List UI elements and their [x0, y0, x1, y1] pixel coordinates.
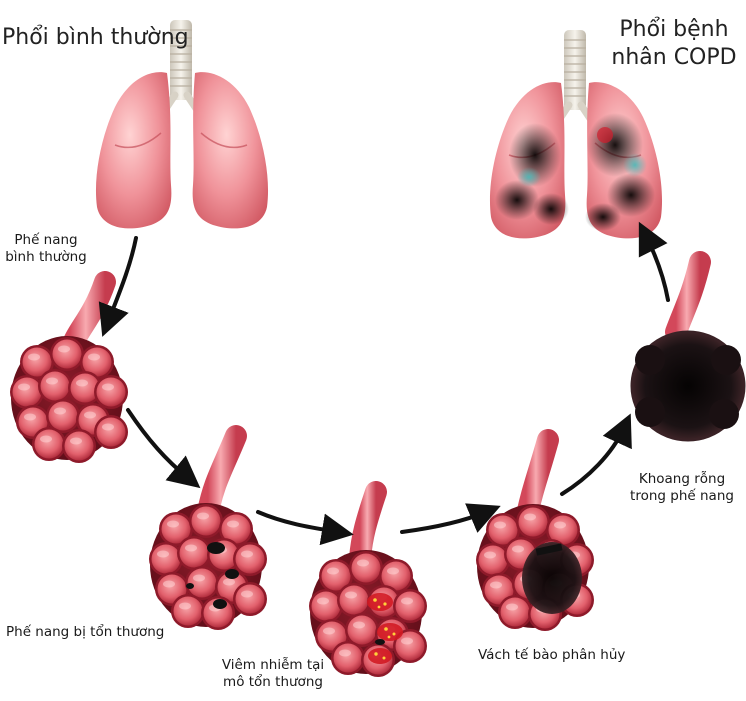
arrow-icon	[256, 510, 354, 546]
arrow-icon	[400, 503, 501, 534]
label-wall-breakdown: Vách tế bào phân hủy	[478, 647, 626, 663]
label-line: bình thường	[5, 248, 87, 265]
alveoli-cluster-icon	[10, 271, 128, 463]
arrow-icon	[638, 221, 670, 302]
label-line: trong phế nang	[630, 487, 734, 504]
label-inflammation: Viêm nhiễm tại mô tổn thương	[208, 657, 338, 691]
label-normal-alveoli: Phế nang bình thường	[0, 232, 92, 266]
alveoli-cluster-icon	[309, 481, 427, 677]
arrow-icon	[98, 236, 138, 337]
copd-title-line-2: nhân COPD	[611, 44, 737, 70]
label-damaged-alveoli: Phế nang bị tổn thương	[6, 624, 165, 640]
normal-lungs-title: Phổi bình thường	[2, 25, 189, 50]
alveoli-cluster-icon	[630, 251, 746, 442]
alveoli-cluster-icon	[476, 429, 594, 631]
alveoli-cluster-icon	[149, 425, 267, 630]
label-line: Viêm nhiễm tại	[221, 657, 325, 673]
copd-lungs-icon	[490, 30, 662, 238]
label-line: Khoang rỗng	[638, 471, 726, 487]
arrow-icon	[126, 408, 201, 489]
copd-title-line-1: Phổi bệnh	[619, 17, 729, 42]
label-line: mô tổn thương	[223, 673, 323, 690]
arrow-icon	[560, 413, 632, 496]
label-empty-space: Khoang rỗng trong phế nang	[624, 471, 740, 505]
copd-lungs-title: Phổi bệnh nhân COPD	[608, 16, 740, 71]
label-line: Phế nang	[14, 232, 78, 248]
